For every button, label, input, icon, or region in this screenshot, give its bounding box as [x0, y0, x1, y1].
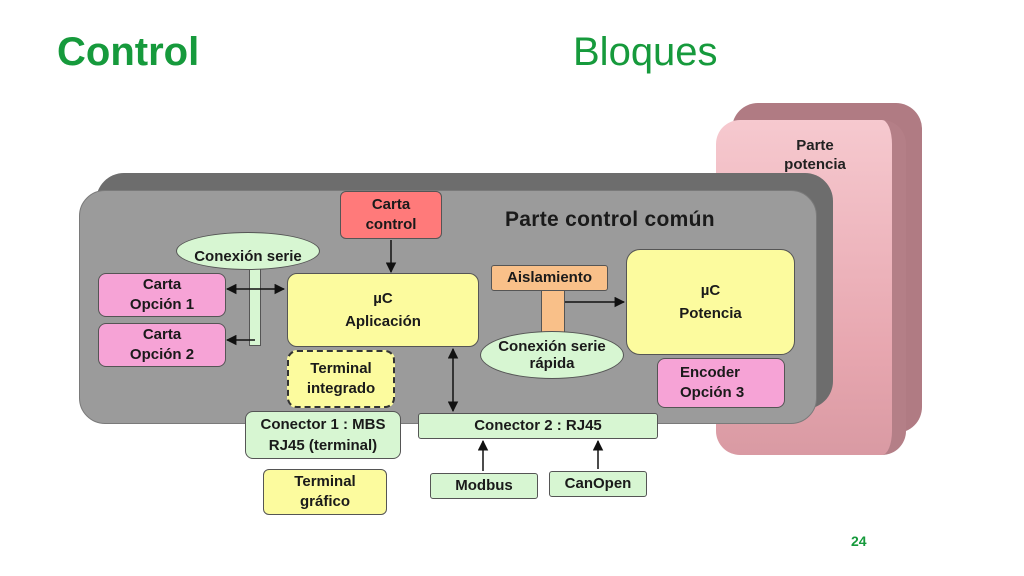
- conexion-serie-rapida-block: Conexión serie rápida: [480, 331, 624, 379]
- power-panel-label: Parte potencia: [784, 137, 846, 173]
- terminal-integrado-label: Terminal integrado: [306, 360, 376, 397]
- terminal-grafico-label: Terminal gráfico: [294, 473, 356, 510]
- conector-2-block: Conector 2 : RJ45: [418, 413, 658, 439]
- carta-opcion-1-label: Carta Opción 1: [129, 276, 195, 313]
- uc-potencia-block: µC Potencia: [626, 249, 795, 355]
- carta-control-label: Carta control: [365, 196, 417, 233]
- aislamiento-block: Aislamiento: [491, 265, 608, 291]
- title-bloques: Bloques: [573, 30, 718, 74]
- conexion-serie-rapida-label: Conexión serie rápida: [498, 338, 606, 372]
- conector-2-label: Conector 2 : RJ45: [474, 417, 602, 434]
- terminal-integrado-block: Terminal integrado: [287, 350, 395, 408]
- aislamiento-label: Aislamiento: [506, 269, 593, 286]
- carta-opcion-2-label: Carta Opción 2: [129, 326, 195, 363]
- canopen-label: CanOpen: [564, 475, 632, 492]
- uc-potencia-label: µC Potencia: [679, 282, 742, 322]
- terminal-grafico-block: Terminal gráfico: [263, 469, 387, 515]
- carta-opcion-2-block: Carta Opción 2: [98, 323, 226, 367]
- carta-opcion-1-block: Carta Opción 1: [98, 273, 226, 317]
- control-panel-label: Parte control común: [505, 208, 715, 231]
- conector-1-block: Conector 1 : MBS RJ45 (terminal): [245, 411, 401, 459]
- conexion-serie-label: Conexión serie: [194, 248, 302, 265]
- canopen-block: CanOpen: [549, 471, 647, 497]
- encoder-opcion-3-block: Encoder Opción 3: [657, 358, 785, 408]
- uc-aplicacion-block: µC Aplicación: [287, 273, 479, 347]
- uc-aplicacion-label: µC Aplicación: [345, 290, 421, 330]
- conector-1-label: Conector 1 : MBS RJ45 (terminal): [260, 416, 386, 454]
- isolation-link-bar: [541, 288, 565, 336]
- title-control: Control: [57, 30, 200, 74]
- encoder-opcion-3-label: Encoder Opción 3: [680, 364, 745, 401]
- page-number: 24: [851, 533, 867, 549]
- modbus-block: Modbus: [430, 473, 538, 499]
- carta-control-block: Carta control: [340, 191, 442, 239]
- conexion-serie-block: Conexión serie: [176, 232, 320, 270]
- modbus-label: Modbus: [455, 477, 513, 494]
